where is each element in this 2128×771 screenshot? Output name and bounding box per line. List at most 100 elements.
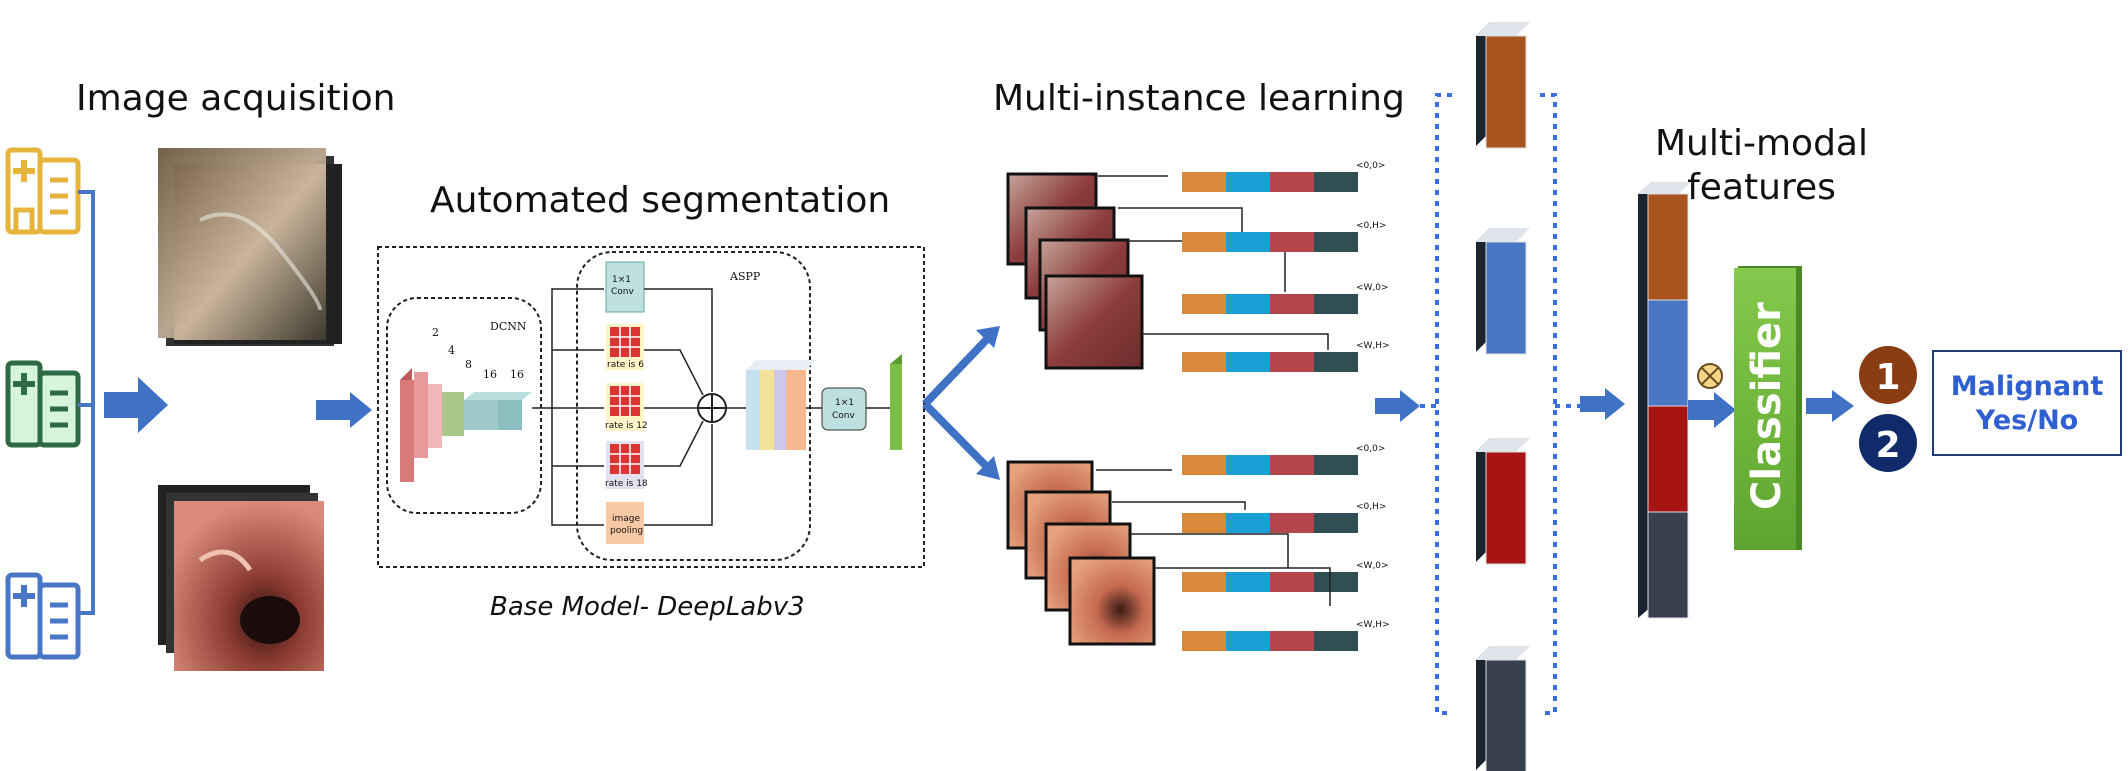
stride-8: 8 — [465, 358, 472, 371]
rate12-label: rate is 12 — [605, 421, 648, 431]
conv1x1-branch — [605, 261, 645, 313]
malignant-result-box: Malignant Yes/No — [1932, 350, 2122, 456]
result-line-2: Yes/No — [1975, 405, 2079, 436]
dcnn-layers — [400, 368, 532, 482]
mil-bottom-bar-2-0 — [1182, 572, 1226, 592]
mil-top-bar-3-2 — [1270, 352, 1314, 372]
mil-top-tag-2: <W,0> — [1356, 283, 1389, 293]
mil-top-bar-3-1 — [1226, 352, 1270, 372]
rate6-label: rate is 6 — [607, 360, 644, 370]
mil-bottom-tag-1: <0,H> — [1356, 502, 1386, 512]
outcome-1-number: 1 — [1875, 357, 1900, 398]
hospital-icon-blue — [5, 572, 81, 660]
to-segmentation-arrow — [316, 392, 372, 428]
mil-top-bar-2-1 — [1226, 294, 1270, 314]
outcome-1-icon — [1859, 346, 1917, 404]
stack-segment-1 — [1647, 299, 1689, 407]
to-stack-arrow — [1580, 388, 1625, 420]
mil-bottom-bar-2-1 — [1226, 572, 1270, 592]
mil-top-bar-0-2 — [1270, 172, 1314, 192]
hospital-icon-green — [5, 360, 81, 448]
mil-top-bar-3-0 — [1182, 352, 1226, 372]
dcnn-label: DCNN — [490, 320, 527, 333]
pooling-label-2: pooling — [610, 526, 643, 536]
feature-block-1 — [1485, 241, 1527, 355]
mil-top-bar-2-3 — [1314, 294, 1358, 314]
mil-bottom-tag-3: <W,H> — [1356, 620, 1390, 630]
endoscopy-stack-bottom — [158, 485, 324, 671]
feature-block-0 — [1485, 35, 1527, 149]
pooling-label-1: image — [612, 514, 640, 524]
feature-block-top-1 — [1476, 228, 1530, 242]
final-conv-label-1: 1×1 — [835, 398, 854, 408]
base-model-caption: Base Model- DeepLabv3 — [490, 592, 805, 622]
multi-instance-learning-title: Multi-instance learning — [993, 78, 1405, 119]
mil-bottom-bar-0-1 — [1226, 455, 1270, 475]
mil-bottom-tag-0: <0,0> — [1356, 444, 1385, 454]
to-output-arrow — [1806, 390, 1854, 422]
acquisition-arrow — [104, 377, 168, 433]
mil-bottom-bar-0-2 — [1270, 455, 1314, 475]
mil-bottom-tag-2: <W,0> — [1356, 561, 1389, 571]
instance-feature-blocks — [1476, 22, 1530, 771]
mil-top-tag-3: <W,H> — [1356, 341, 1390, 351]
mil-bottom-bar-1-2 — [1270, 513, 1314, 533]
endoscopy-stack-top — [158, 148, 342, 346]
feature-block-top-3 — [1476, 646, 1530, 660]
mil-top-bar-1-0 — [1182, 232, 1226, 252]
mil-top-tag-1: <0,H> — [1356, 221, 1386, 231]
to-features-arrow — [1375, 390, 1420, 422]
feature-block-3 — [1485, 659, 1527, 771]
stride-2: 2 — [432, 326, 439, 339]
mil-top-instances — [1006, 172, 1144, 370]
feature-block-top-0 — [1476, 22, 1530, 36]
multimodal-feature-column — [1638, 182, 1692, 619]
conv1x1-label-2: Conv — [611, 287, 634, 297]
multi-modal-features-title: Multi-modal features — [1655, 123, 1868, 208]
classifier-block — [1734, 266, 1802, 550]
dotted-bracket — [1420, 93, 1580, 715]
mil-bottom-bar-1-1 — [1226, 513, 1270, 533]
mil-bottom-bar-1-0 — [1182, 513, 1226, 533]
rate18-branch — [606, 441, 644, 489]
to-classifier-arrow — [1688, 392, 1736, 428]
rate18-label: rate is 18 — [605, 479, 648, 489]
stack-column-top — [1638, 182, 1692, 194]
outcome-2-icon — [1859, 414, 1917, 472]
mil-bottom-bar-3-3 — [1314, 631, 1358, 651]
image-pooling-branch — [606, 502, 644, 544]
automated-segmentation-title: Automated segmentation — [430, 180, 891, 221]
conv1x1-label: 1×1 — [612, 275, 631, 285]
rate12-branch — [606, 383, 644, 431]
image-acquisition-title: Image acquisition — [76, 78, 396, 119]
mil-bottom-bar-0-3 — [1314, 455, 1358, 475]
mil-top-bar-0-1 — [1226, 172, 1270, 192]
mil-bottom-bar-3-2 — [1270, 631, 1314, 651]
feature-block-2 — [1485, 451, 1527, 565]
outcome-2-number: 2 — [1875, 425, 1900, 466]
segmentation-box — [377, 246, 925, 568]
mil-bottom-bar-1-3 — [1314, 513, 1358, 533]
feature-block-top-2 — [1476, 438, 1530, 452]
mil-top-bar-2-2 — [1270, 294, 1314, 314]
mil-bottom-bar-3-0 — [1182, 631, 1226, 651]
mil-top-bar-3-3 — [1314, 352, 1358, 372]
mil-top-bar-2-0 — [1182, 294, 1226, 314]
result-line-1: Malignant — [1950, 371, 2104, 402]
rate6-branch — [606, 324, 644, 370]
classifier-label: Classifier — [1744, 302, 1790, 510]
mil-top-bar-1-1 — [1226, 232, 1270, 252]
stack-segment-0 — [1647, 193, 1689, 301]
final-conv-label-2: Conv — [832, 411, 855, 421]
dcnn-box — [386, 297, 542, 514]
mil-bottom-instances — [1006, 460, 1156, 646]
stride-16a: 16 — [483, 368, 497, 381]
mil-bottom-bars: <0,0> <0,H> <W,0> <W,H> — [1182, 444, 1390, 651]
stack-segment-2 — [1647, 405, 1689, 513]
concat-features — [746, 360, 816, 450]
segmentation-output — [890, 364, 902, 450]
aspp-label: ASPP — [729, 270, 761, 283]
aspp-box — [576, 251, 811, 561]
mil-bottom-bar-2-2 — [1270, 572, 1314, 592]
